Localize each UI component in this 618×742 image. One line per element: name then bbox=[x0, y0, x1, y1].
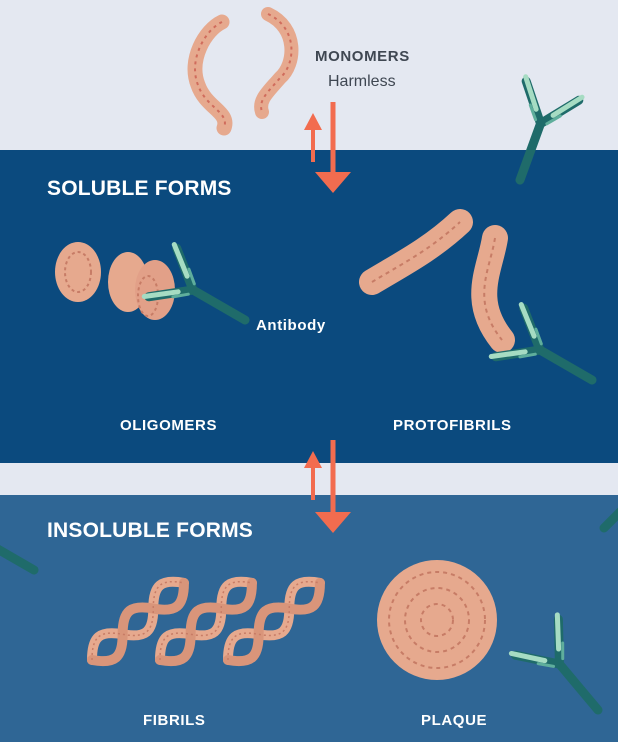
monomers-label: MONOMERS bbox=[315, 48, 410, 65]
antibody-icon bbox=[492, 77, 582, 191]
monomer-equilibrium-arrows bbox=[304, 102, 351, 193]
insoluble-forms-title: INSOLUBLE FORMS bbox=[47, 519, 253, 543]
fibril-icon bbox=[83, 573, 192, 671]
antibody-icon bbox=[511, 615, 618, 729]
fibril-icon bbox=[219, 573, 328, 671]
monomer-icon bbox=[195, 14, 291, 128]
oligomers-label: OLIGOMERS bbox=[120, 417, 217, 434]
monomers-description: Harmless bbox=[328, 73, 396, 91]
antibody-icon bbox=[144, 245, 260, 346]
fibrils-label: FIBRILS bbox=[143, 712, 206, 729]
fibril-icon bbox=[151, 573, 260, 671]
oligomer-icon bbox=[55, 242, 175, 320]
antibody-icon bbox=[0, 495, 49, 596]
insoluble-equilibrium-arrows bbox=[304, 440, 351, 533]
plaque-icon bbox=[377, 560, 497, 680]
plaque-label: PLAQUE bbox=[421, 712, 487, 729]
protofibrils-label: PROTOFIBRILS bbox=[393, 417, 512, 434]
protofibril-icon bbox=[372, 222, 502, 340]
antibody-icon bbox=[583, 437, 618, 549]
antibody-icon bbox=[491, 305, 607, 406]
soluble-forms-title: SOLUBLE FORMS bbox=[47, 177, 232, 201]
antibody-label: Antibody bbox=[256, 317, 326, 334]
